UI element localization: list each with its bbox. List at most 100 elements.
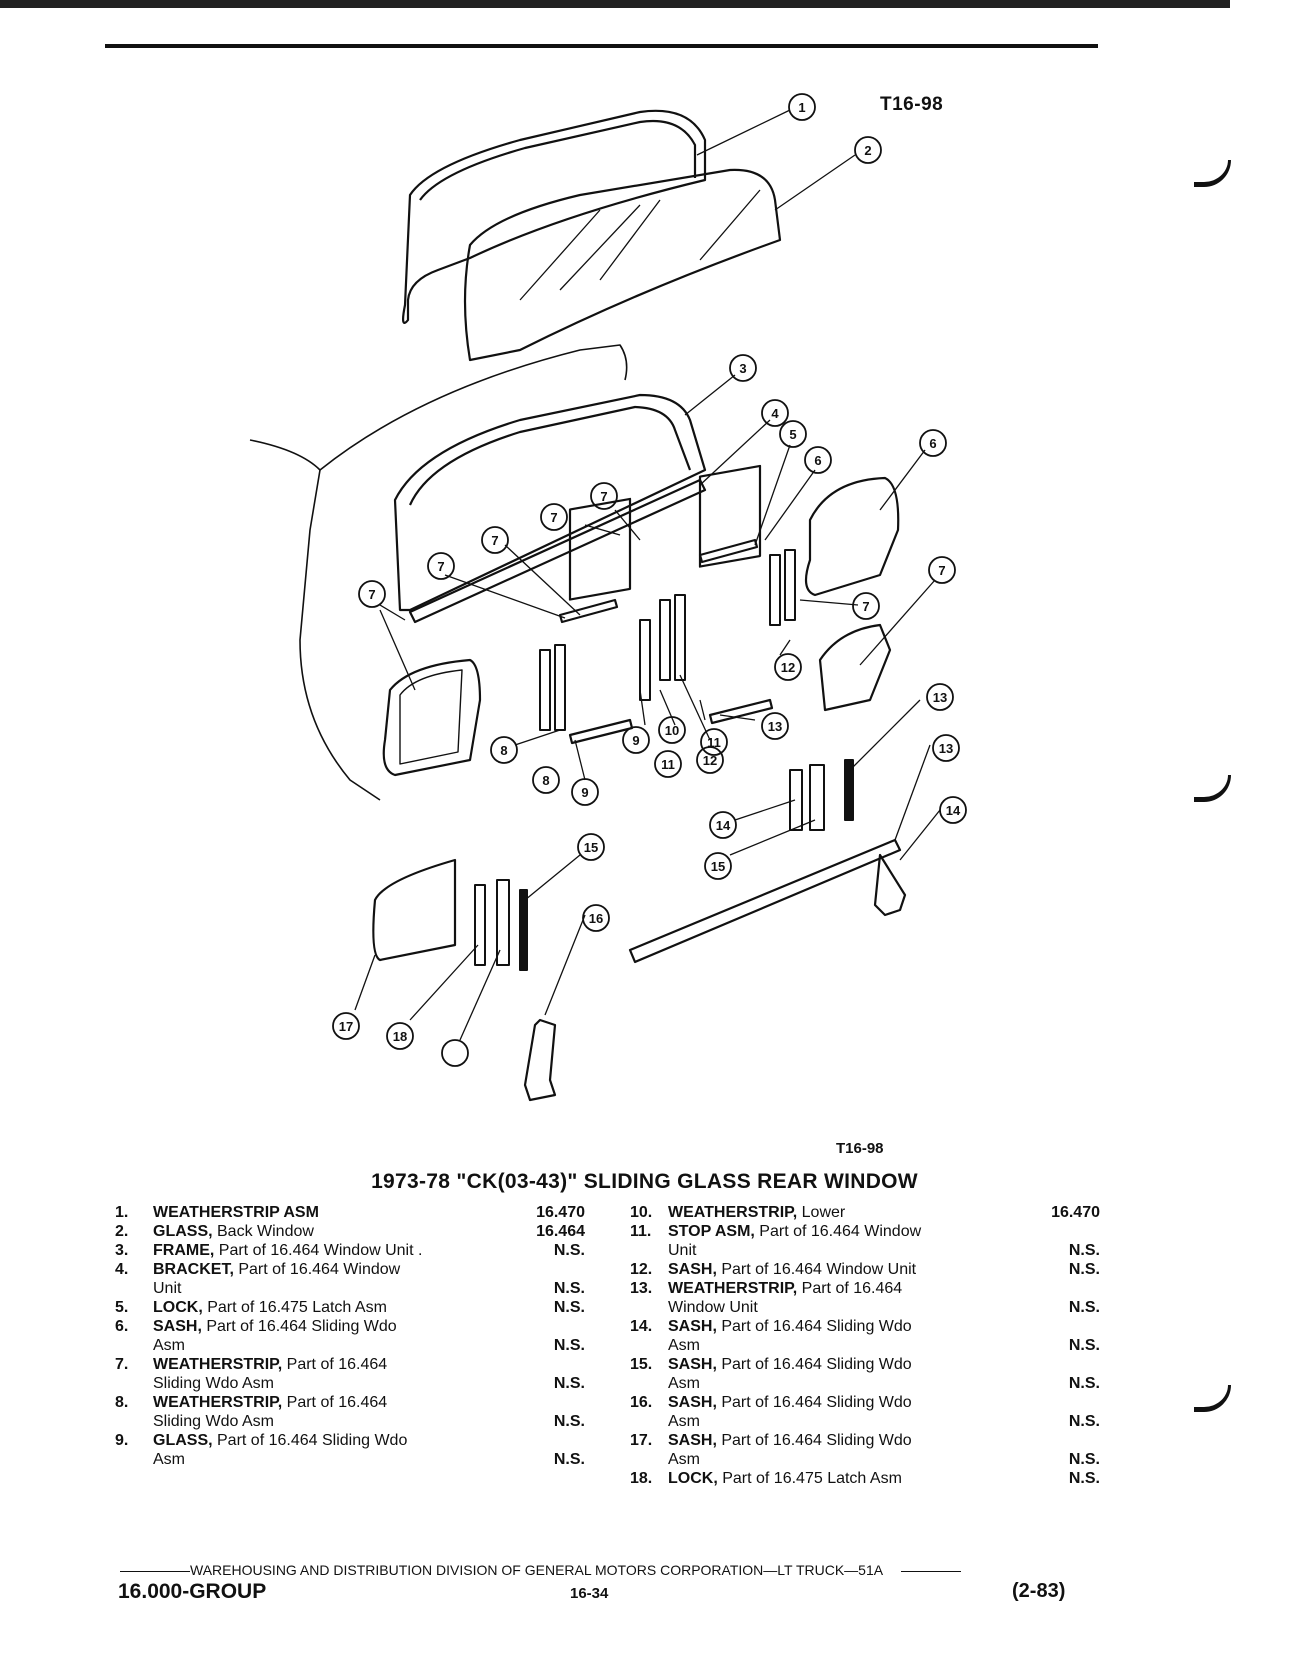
group-label: 16.000-GROUP xyxy=(118,1580,267,1603)
callout-number: 17 xyxy=(339,1019,353,1034)
header-rule xyxy=(105,44,1098,48)
part-reference: N.S. xyxy=(1068,1470,1100,1487)
part-number: 8. xyxy=(115,1394,129,1411)
part-detail: Part of 16.464 Window Unit . xyxy=(214,1242,423,1259)
revision-date: (2-83) xyxy=(1012,1580,1066,1602)
callout-number: 8 xyxy=(542,773,549,788)
part-detail: Part of 16.464 Sliding Wdo xyxy=(716,1356,912,1373)
callout-number: 9 xyxy=(632,733,639,748)
page-number: 16-34 xyxy=(570,1585,609,1602)
footer-publisher-text: WAREHOUSING AND DISTRIBUTION DIVISION OF… xyxy=(190,1562,884,1578)
callout-number: 7 xyxy=(600,489,607,504)
parts-list-right: 10. WEATHERSTRIP, Lower 16.470 11. STOP ASM,… xyxy=(630,1203,1100,1488)
part-description: LOCK, Part of 16.475 Latch Asm xyxy=(668,1469,1030,1488)
part-number: 3. xyxy=(115,1242,129,1259)
part-detail: Part of 16.464 Window xyxy=(754,1223,922,1240)
part-number: 6. xyxy=(115,1318,129,1335)
callout-number: 8 xyxy=(500,743,507,758)
part-name: WEATHERSTRIP ASM xyxy=(153,1204,319,1221)
part-number: 14. xyxy=(630,1318,653,1335)
callout-number: 7 xyxy=(550,510,557,525)
part-reference: N.S. xyxy=(1068,1451,1100,1468)
callout-number: 14 xyxy=(946,803,961,818)
part-detail: Back Window xyxy=(212,1223,314,1240)
part-detail-continued: Asm xyxy=(153,1451,185,1468)
part-reference: N.S. xyxy=(553,1280,585,1297)
part-detail: Part of 16.464 Sliding Wdo xyxy=(716,1432,912,1449)
callout-number: 1 xyxy=(798,100,805,115)
part-description: SASH, Part of 16.464 Window Unit xyxy=(668,1260,1030,1279)
part-reference: N.S. xyxy=(1068,1261,1100,1278)
page-title: 1973-78 "CK(03-43)" SLIDING GLASS REAR W… xyxy=(371,1170,918,1193)
part-number: 10. xyxy=(630,1204,653,1221)
callout-number: 7 xyxy=(862,599,869,614)
part-detail: Part of 16.464 xyxy=(797,1280,903,1297)
exploded-parts-diagram: 1234566777777788991011111212131313141415… xyxy=(249,93,967,1102)
part-weatherstrip-lower xyxy=(628,838,902,964)
callout-number: 7 xyxy=(938,563,945,578)
callout-number: 14 xyxy=(716,818,731,833)
part-name: STOP ASM, xyxy=(668,1223,755,1240)
part-number: 7. xyxy=(115,1356,129,1373)
footer-publisher: WAREHOUSING AND DISTRIBUTION DIVISION OF… xyxy=(120,1562,1080,1578)
part-sash-right xyxy=(698,464,762,568)
part-detail-continued: Unit xyxy=(153,1280,182,1297)
callout-number: 4 xyxy=(771,406,779,421)
part-detail: Part of 16.464 Sliding Wdo xyxy=(716,1318,912,1335)
callout-number: 13 xyxy=(933,690,947,705)
callout-number: 7 xyxy=(437,559,444,574)
part-number: 11. xyxy=(630,1223,652,1240)
callout-number: 13 xyxy=(768,719,782,734)
part-reference: N.S. xyxy=(553,1375,585,1392)
part-name: LOCK, xyxy=(668,1470,718,1487)
part-number: 16. xyxy=(630,1394,653,1411)
figure-code-bottom: T16-98 xyxy=(836,1140,884,1157)
callout-number: 6 xyxy=(929,436,936,451)
part-name: WEATHERSTRIP, xyxy=(668,1280,798,1297)
part-name: SASH, xyxy=(668,1356,717,1373)
callout-number: 15 xyxy=(711,859,725,874)
part-number: 17. xyxy=(630,1432,653,1449)
part-description: GLASS, Back Window xyxy=(153,1222,515,1241)
part-bracket xyxy=(408,478,707,624)
callout-number: 11 xyxy=(661,757,675,772)
part-number: 4. xyxy=(115,1261,129,1278)
part-detail-continued: Asm xyxy=(668,1375,700,1392)
callout-number: 12 xyxy=(703,753,717,768)
part-detail: Part of 16.464 Sliding Wdo xyxy=(212,1432,408,1449)
callout-number: 6 xyxy=(814,453,821,468)
callout-number: 7 xyxy=(491,533,498,548)
part-row: 12. SASH, Part of 16.464 Window Unit N.S. xyxy=(630,1260,1100,1279)
part-name: SASH, xyxy=(153,1318,202,1335)
part-reference: 16.470 xyxy=(536,1204,585,1221)
part-weatherstrip-right xyxy=(804,476,900,597)
callout-number: 9 xyxy=(581,785,588,800)
part-number: 12. xyxy=(630,1261,653,1278)
part-reference: N.S. xyxy=(1068,1413,1100,1430)
part-reference: N.S. xyxy=(1068,1337,1100,1354)
part-stop-asm xyxy=(873,853,907,917)
part-reference: 16.470 xyxy=(1051,1204,1100,1221)
part-sash-center xyxy=(568,497,632,601)
footer-rule-left xyxy=(120,1570,190,1572)
part-detail: Lower xyxy=(797,1204,846,1221)
part-name: FRAME, xyxy=(153,1242,215,1259)
part-detail-continued: Sliding Wdo Asm xyxy=(153,1375,274,1392)
part-back-window-glass xyxy=(463,168,782,362)
